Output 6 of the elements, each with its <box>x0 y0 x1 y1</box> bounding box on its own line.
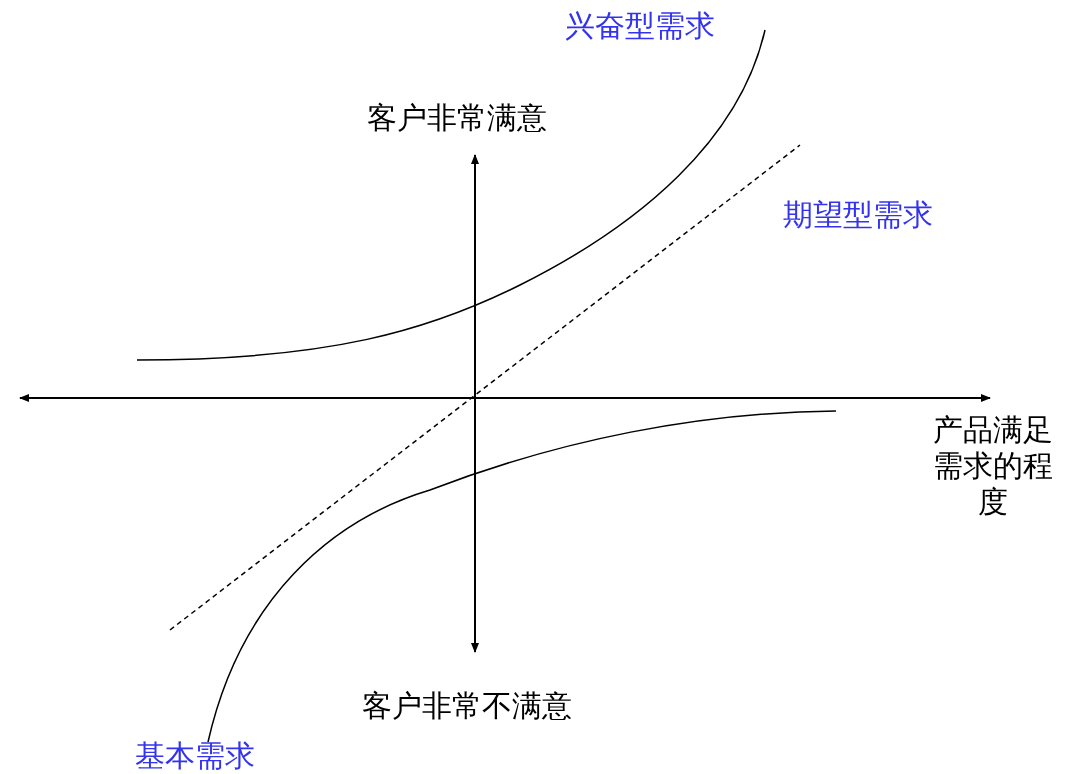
curve-label: 兴奋型需求 <box>565 8 715 44</box>
axis-label: 产品满足需求的程度 <box>931 412 1054 520</box>
axis-label: 客户非常不满意 <box>362 688 572 724</box>
axis-label: 客户非常满意 <box>367 100 547 136</box>
curve-label: 基本需求 <box>135 738 255 774</box>
curve-label: 期望型需求 <box>783 197 933 233</box>
